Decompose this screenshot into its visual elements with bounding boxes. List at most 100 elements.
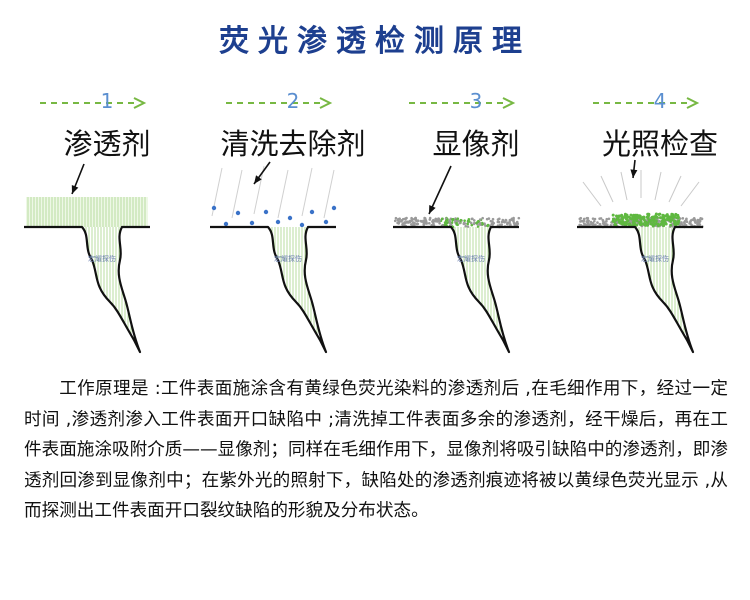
fluorescent-indication-granule (617, 214, 621, 218)
developer-granule (443, 221, 447, 224)
developer-granule (586, 218, 590, 222)
fluorescent-indication-granule (629, 217, 633, 221)
fluorescent-indication-granule (620, 222, 624, 226)
developer-granule (419, 219, 423, 223)
fluorescent-indication-granule (633, 222, 637, 226)
fluorescent-indication-granule (620, 215, 624, 219)
principle-description: 工作原理是 :工件表面施涂含有黄绿色荧光染料的渗透剂后 ,在毛细作用下，经过一定… (24, 379, 728, 522)
developer-granule (451, 218, 454, 222)
developer-granule (681, 217, 685, 220)
developer-granule (428, 216, 432, 220)
developer-granule (459, 218, 463, 222)
fluorescent-indication-granule (658, 223, 662, 227)
cleaner-dot (323, 219, 329, 225)
developer-granule (469, 221, 473, 225)
developer-granule (413, 217, 417, 221)
fluorescent-indication-granule (632, 219, 636, 223)
step-number: 2 (286, 89, 300, 113)
developer-granule (415, 222, 419, 226)
uv-light-ray (668, 175, 682, 203)
fluorescent-indication-granule (641, 222, 645, 226)
fluorescent-indication-granule (651, 224, 655, 228)
developer-granule (407, 220, 411, 224)
fluorescent-indication-granule (651, 216, 655, 220)
developer-granule (515, 223, 519, 227)
developer-granule (593, 217, 597, 221)
cleaner-dot (211, 205, 217, 211)
developer-granule (694, 221, 697, 224)
spray-line (253, 165, 265, 215)
fluorescent-indication-granule (620, 217, 624, 221)
cleaner-dot (287, 215, 293, 221)
developer-granule (480, 221, 484, 225)
developer-granule (466, 219, 470, 223)
developer-granule (434, 217, 437, 221)
fluorescent-indication-granule (655, 215, 659, 219)
fluorescent-indication-granule (638, 214, 642, 218)
inspection-diagram (577, 97, 704, 354)
penetrant-diagram (24, 97, 150, 354)
fluorescent-indication-granule (638, 222, 642, 226)
fluorescent-indication-granule (666, 218, 670, 222)
developer-granule (448, 220, 451, 223)
spray-line (323, 169, 335, 219)
fluorescent-indication-granule (632, 217, 636, 221)
fluorescent-indication-granule (646, 223, 650, 227)
cleaner-dot (235, 210, 241, 216)
fluorescent-indication-granule (614, 218, 618, 222)
developer-granule (410, 223, 413, 226)
developer-granule (450, 221, 454, 224)
arrow-head-icon (502, 97, 516, 109)
page-title: 荧光渗透检测原理 (219, 24, 531, 59)
developer-granule (445, 218, 449, 222)
developer-granule (466, 222, 470, 226)
developer-granule (698, 219, 702, 223)
developer-granule (604, 220, 608, 223)
arrow-head-icon (686, 97, 700, 109)
developer-granule (506, 222, 509, 226)
cleaner-dot (299, 222, 305, 228)
fluorescent-indication-granule (635, 219, 639, 223)
step-panel-cleaner: 2 清洗去除剂 宏耀探伤 (208, 88, 378, 360)
developer-granule (591, 217, 595, 220)
cleaner-dot (249, 220, 255, 226)
uv-light-ray (582, 181, 602, 207)
developer-granule (463, 222, 467, 225)
developer-granule (397, 221, 400, 225)
uv-light-ray (654, 171, 662, 201)
crack-penetrant-fill (268, 227, 326, 352)
fluorescent-indication-granule (669, 223, 673, 227)
developer-granule (696, 218, 699, 222)
workpiece-crack-outline (577, 225, 703, 354)
crack-penetrant-fill (451, 227, 509, 352)
fluorescent-indication-granule (634, 213, 638, 217)
arrow-head-icon (319, 97, 333, 109)
developer-granule (692, 218, 696, 222)
spray-line (277, 169, 289, 219)
step-panel-inspection: 4 光照检查 宏耀探伤 (575, 88, 745, 360)
developer-granule (491, 217, 495, 221)
developer-granule (401, 222, 405, 225)
developer-diagram (393, 97, 521, 354)
developer-granule (511, 218, 514, 222)
developer-granule (487, 217, 491, 220)
watermark-logo: 宏耀探伤 (88, 255, 116, 263)
developer-granule (685, 218, 688, 222)
fluorescent-indication-granule (671, 215, 675, 219)
developer-granule (696, 222, 700, 225)
developer-granule (470, 217, 474, 221)
developer-granule (430, 223, 433, 227)
developer-granule (477, 219, 480, 223)
developer-granule (438, 221, 441, 225)
developer-granule (579, 216, 583, 220)
cleaner-dot (331, 205, 337, 211)
developer-granule (589, 220, 593, 224)
watermark-logo: 宏耀探伤 (457, 255, 485, 263)
pointer-arrow-head-icon (630, 169, 638, 178)
developer-granule (688, 220, 692, 224)
developer-granule (464, 224, 467, 228)
developer-granule (463, 219, 466, 222)
developer-granule (410, 216, 413, 220)
fluorescent-indication-granule (661, 222, 665, 226)
developer-granule (472, 222, 476, 226)
